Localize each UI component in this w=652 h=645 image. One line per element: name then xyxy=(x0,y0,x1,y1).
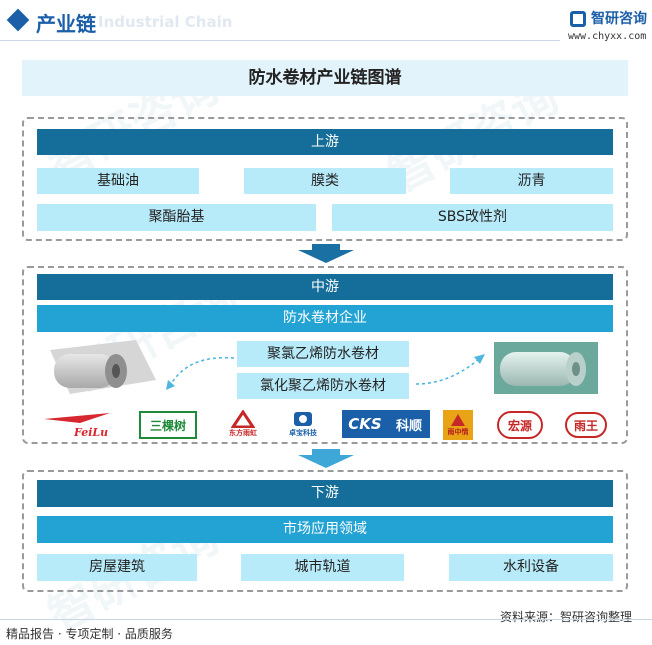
brand-logo-dongfang-yuhong: 东方雨虹 xyxy=(218,408,268,440)
brand-logo-cks: CKS xyxy=(342,410,388,438)
down-arrow-icon xyxy=(298,449,354,468)
brand-logo-keshun: 科顺 xyxy=(388,410,430,438)
midstream-product: 聚氯乙烯防水卷材 xyxy=(237,341,409,367)
page-header: 产业链 Industrial Chain 智研咨询 www.chyxx.com xyxy=(0,0,652,44)
upstream-group xyxy=(22,117,628,241)
membrane-roll-image xyxy=(50,340,156,394)
upstream-item: 沥青 xyxy=(450,168,613,194)
upstream-header: 上游 xyxy=(37,129,613,155)
membrane-roll-image xyxy=(494,342,598,394)
downstream-subheader: 市场应用领域 xyxy=(37,516,613,543)
connector-arrow-icon xyxy=(415,354,485,385)
brand-logo-hongyuan: 宏源 xyxy=(497,411,543,439)
footer-tagline: 精品报告 · 专项定制 · 品质服务 xyxy=(6,627,173,641)
midstream-header: 中游 xyxy=(37,274,613,300)
brand-logo-feilu: FeiLu xyxy=(40,411,116,439)
brand-logo-zhuobao: 卓宝科技 xyxy=(278,408,328,440)
downstream-header: 下游 xyxy=(37,480,613,507)
footer-divider xyxy=(0,619,652,620)
connector-arrow-icon xyxy=(166,356,235,390)
logo-name: 智研咨询 xyxy=(591,11,647,27)
section-ghost-text: Industrial Chain xyxy=(98,13,233,31)
upstream-item: 膜类 xyxy=(244,168,406,194)
down-arrow-icon xyxy=(298,244,354,263)
midstream-product: 氯化聚乙烯防水卷材 xyxy=(237,373,409,399)
midstream-subheader: 防水卷材企业 xyxy=(37,305,613,332)
downstream-item: 房屋建筑 xyxy=(37,554,197,581)
brand-logo-sankeshu: 三棵树 xyxy=(139,411,197,439)
midstream-group xyxy=(22,266,628,444)
brand-logo-yuwang: 雨王 xyxy=(565,412,607,438)
header-divider xyxy=(0,40,560,41)
upstream-item: SBS改性剂 xyxy=(332,204,613,231)
logo-icon xyxy=(570,11,586,27)
downstream-item: 水利设备 xyxy=(449,554,613,581)
diamond-icon xyxy=(6,8,30,32)
brand-logo-yuzhongqing: 雨中情 xyxy=(443,410,473,440)
section-title: 产业链 xyxy=(36,12,96,36)
diagram-title: 防水卷材产业链图谱 xyxy=(22,60,628,96)
logo-url: www.chyxx.com xyxy=(568,31,647,42)
svg-text:FeiLu: FeiLu xyxy=(73,426,108,439)
upstream-item: 聚酯胎基 xyxy=(37,204,316,231)
source-note: 资料来源：智研咨询整理 xyxy=(500,610,633,624)
downstream-group xyxy=(22,470,628,592)
upstream-item: 基础油 xyxy=(37,168,199,194)
downstream-item: 城市轨道 xyxy=(241,554,404,581)
